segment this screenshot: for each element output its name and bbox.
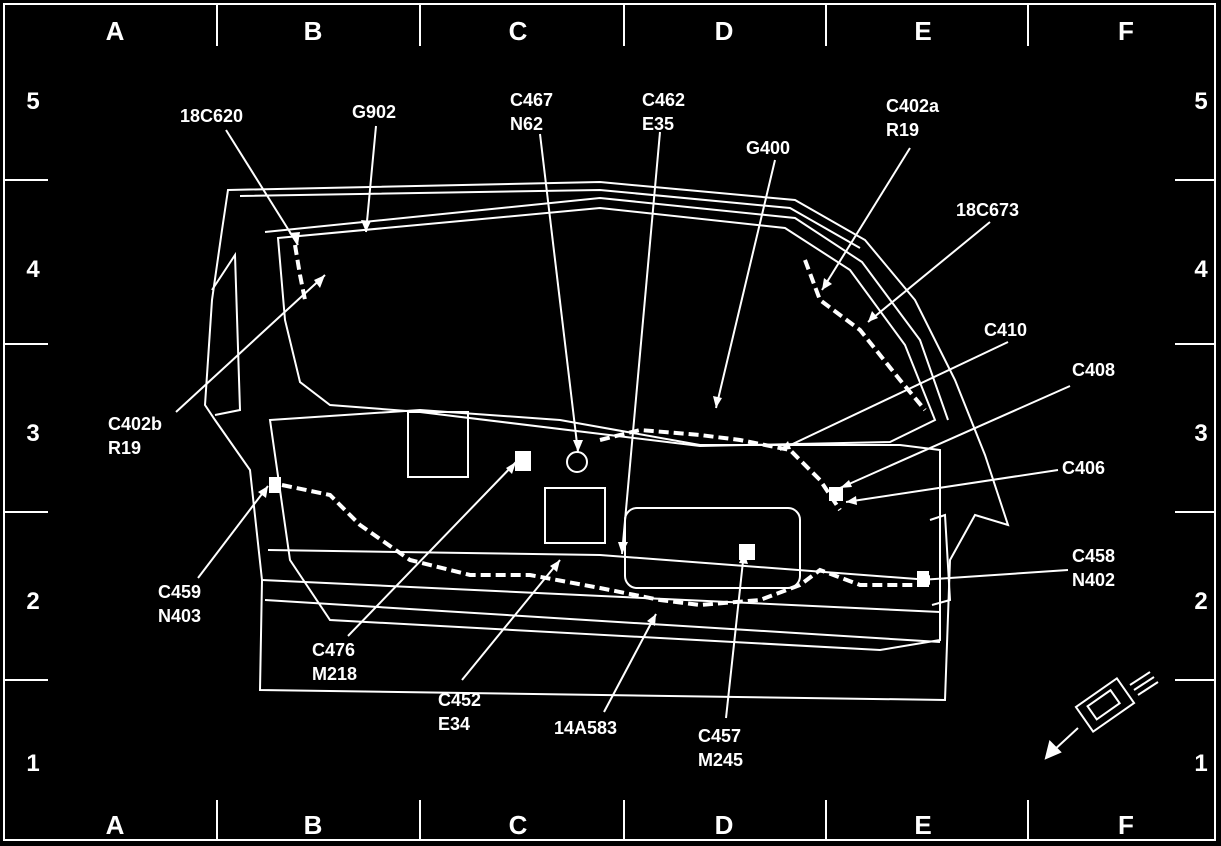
- liftgate-outline: [203, 180, 1010, 702]
- wire-harness: [281, 483, 920, 608]
- row-label-right-5: 5: [1194, 88, 1208, 115]
- row-label-left-3: 3: [26, 420, 40, 447]
- row-label-left-4: 4: [26, 256, 40, 283]
- column-label-top-f: F: [1118, 16, 1134, 46]
- row-label-right-3: 3: [1194, 420, 1208, 447]
- row-label-left-1: 1: [26, 750, 40, 777]
- column-label-top-a: A: [105, 16, 125, 46]
- label-18c620: 18C620: [180, 106, 244, 126]
- row-label-left-2: 2: [26, 588, 40, 615]
- column-label-top-c: C: [508, 16, 528, 46]
- center-panel: [624, 507, 801, 589]
- column-label-bottom-e: E: [914, 810, 932, 840]
- connector-icon: [1044, 671, 1159, 760]
- label-g902: G902: [352, 102, 397, 122]
- column-label-bottom-c: C: [508, 810, 528, 840]
- leader-lines: [175, 125, 1071, 719]
- label-c406: C406: [1062, 458, 1106, 478]
- row-label-right-2: 2: [1194, 588, 1208, 615]
- row-label-right-1: 1: [1194, 750, 1208, 777]
- column-label-top-e: E: [914, 16, 932, 46]
- column-label-bottom-a: A: [105, 810, 125, 840]
- label-18c673: 18C673: [956, 200, 1020, 220]
- label-14a583: 14A583: [554, 718, 618, 738]
- column-label-bottom-b: B: [303, 810, 323, 840]
- column-label-top-b: B: [303, 16, 323, 46]
- label-c410: C410: [984, 320, 1028, 340]
- row-label-right-4: 4: [1194, 256, 1208, 283]
- window-opening: [276, 206, 937, 448]
- column-label-top-d: D: [714, 16, 734, 46]
- diagram-frame: [3, 3, 1216, 841]
- column-label-bottom-f: F: [1118, 810, 1134, 840]
- column-label-bottom-d: D: [714, 810, 734, 840]
- row-label-left-5: 5: [26, 88, 40, 115]
- label-g400: G400: [746, 138, 791, 158]
- grid-ticks: [5, 5, 1216, 841]
- label-c408: C408: [1072, 360, 1116, 380]
